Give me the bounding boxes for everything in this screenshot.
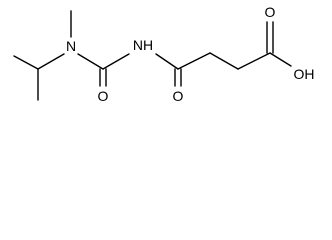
bond-methyl-top bbox=[13, 55, 39, 70]
chemical-structure: N NH O O O OH bbox=[13, 4, 315, 104]
bond-chain-1 bbox=[177, 52, 211, 70]
atom-labels: N NH O O O OH bbox=[66, 4, 315, 104]
bond-acid-oh bbox=[269, 52, 292, 67]
atom-o-carbonyl: O bbox=[265, 4, 276, 20]
bond-chain-2 bbox=[209, 52, 239, 70]
bond-isopropyl-n bbox=[37, 53, 65, 70]
atom-n-amide: NH bbox=[133, 37, 153, 53]
bond-nh-amide-carbon bbox=[155, 53, 179, 70]
atom-o-urea: O bbox=[98, 88, 109, 104]
atom-oh: OH bbox=[294, 66, 315, 82]
bond-chain-3 bbox=[237, 52, 271, 70]
atom-n-amine: N bbox=[66, 38, 76, 54]
bond-n-urea-carbon bbox=[77, 53, 104, 70]
bond-urea-carbon-nh bbox=[102, 53, 130, 70]
atom-o-amide: O bbox=[173, 88, 184, 104]
bond-lines bbox=[13, 10, 292, 101]
